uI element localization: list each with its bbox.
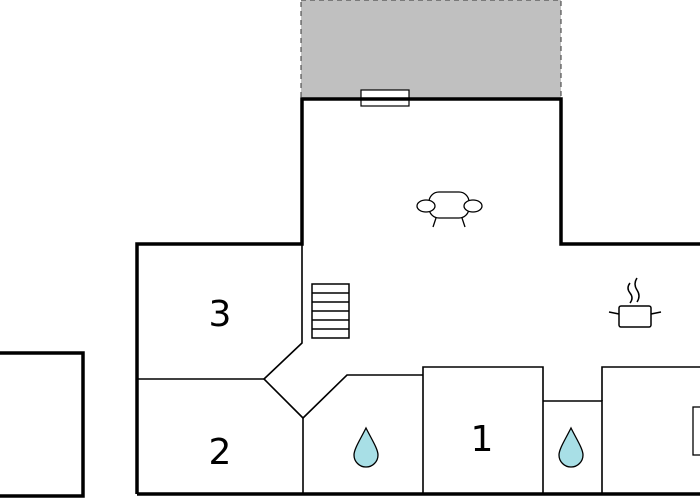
sofa-icon bbox=[416, 191, 483, 228]
outer-walls bbox=[135, 97, 700, 494]
water-drop-icon bbox=[558, 426, 584, 468]
stairs-icon bbox=[311, 283, 350, 339]
interior-walls bbox=[137, 244, 700, 494]
window-icon bbox=[692, 406, 700, 456]
room-2-label: 2 bbox=[209, 432, 232, 473]
room-1-label: 1 bbox=[471, 419, 494, 460]
terrace bbox=[300, 0, 562, 100]
room-3-label: 3 bbox=[209, 294, 232, 335]
detached-building bbox=[0, 351, 85, 498]
water-drop-icon bbox=[353, 426, 379, 468]
cooking-pot-icon bbox=[608, 277, 662, 328]
